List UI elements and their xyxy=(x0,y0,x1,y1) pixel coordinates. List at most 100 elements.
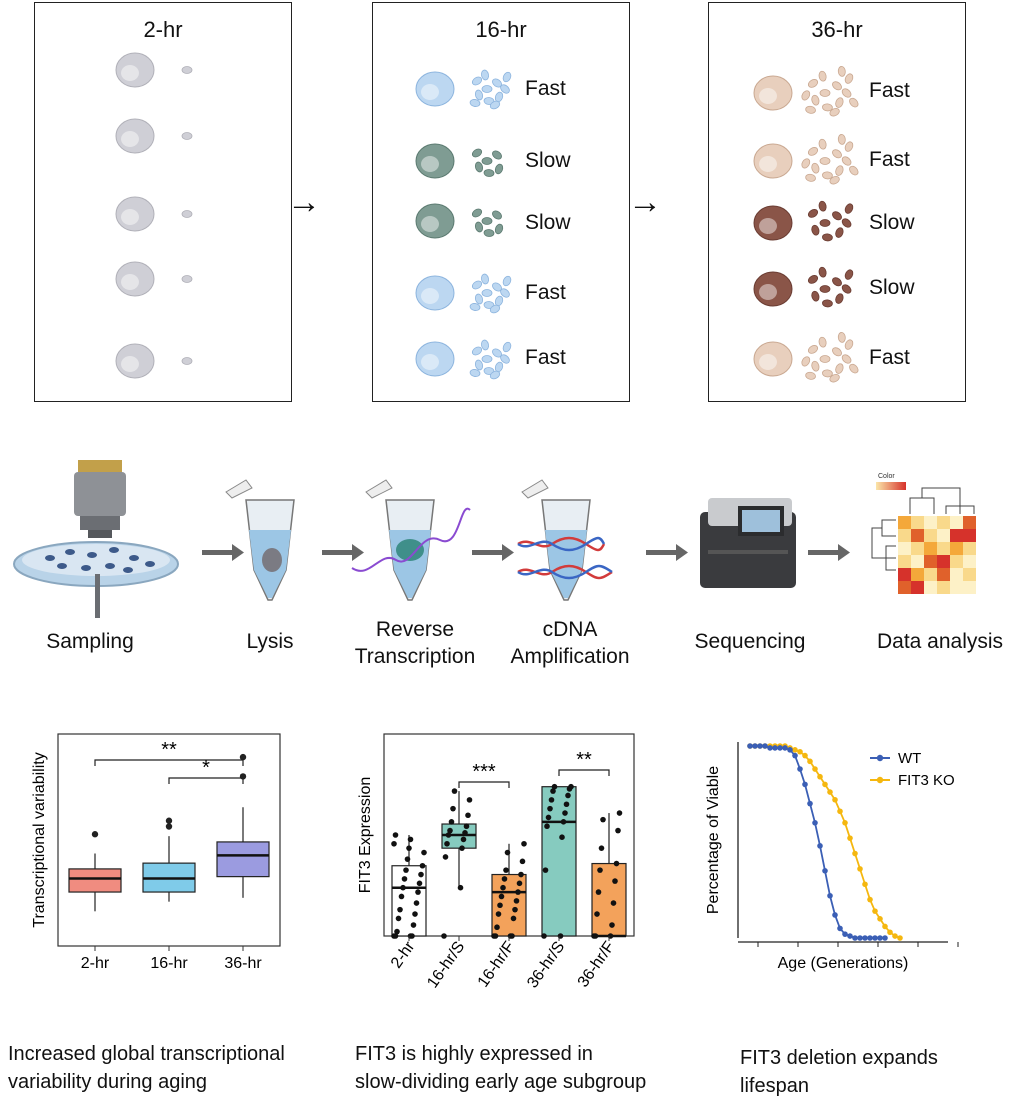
row-label: Fast xyxy=(869,148,910,171)
data-point xyxy=(391,840,397,847)
data-point xyxy=(418,871,424,878)
series-point xyxy=(882,923,888,930)
mother-cell xyxy=(415,143,455,179)
heatmap-cell xyxy=(924,516,937,529)
outlier-point xyxy=(91,831,99,838)
heatmap-legend-label: Color xyxy=(878,473,895,480)
tick-label: 16-hr xyxy=(150,955,188,972)
lysis-tube-icon xyxy=(225,479,295,601)
data-point xyxy=(462,830,468,836)
series-point xyxy=(802,781,808,788)
series-point xyxy=(832,796,838,803)
heatmap-cell xyxy=(911,581,924,594)
data-point xyxy=(406,845,412,851)
daughter-cell xyxy=(841,284,852,294)
significance-bracket xyxy=(168,777,244,784)
daughter-cell xyxy=(822,299,833,308)
series-point xyxy=(882,935,888,941)
daughter-cell xyxy=(849,97,859,108)
series-point xyxy=(877,935,883,941)
daughter-cell xyxy=(835,227,844,238)
step-label-sampling: Sampling xyxy=(46,630,134,653)
daughter-cell xyxy=(829,175,840,185)
cell-nucleus xyxy=(421,216,439,232)
significance-bracket xyxy=(94,759,244,766)
daughter-cell xyxy=(481,217,493,225)
series-point xyxy=(792,747,798,753)
daughter-cell xyxy=(841,156,852,166)
series-point xyxy=(747,743,753,749)
workflow-illustration: Color xyxy=(13,460,976,618)
sequencer-icon xyxy=(700,498,796,588)
series-point xyxy=(892,933,898,939)
series-point xyxy=(887,929,893,936)
data-point xyxy=(410,922,417,928)
data-point xyxy=(448,819,455,825)
daughter-cell xyxy=(805,173,816,182)
data-point xyxy=(409,933,415,939)
cell-nucleus xyxy=(421,84,439,100)
daughter-cell xyxy=(835,165,844,176)
series-point xyxy=(862,881,868,888)
series-point xyxy=(772,745,778,751)
daughter-cell xyxy=(494,163,504,175)
y-axis-label: Percentage of Viable xyxy=(705,766,722,914)
box xyxy=(541,786,577,937)
row-label: Slow xyxy=(525,149,571,172)
daughter-cell xyxy=(835,363,844,374)
daughter-cell xyxy=(469,99,481,107)
series-point xyxy=(777,745,783,751)
row-label: Fast xyxy=(525,281,566,304)
heatmap-cell xyxy=(911,529,924,542)
daughter-cell xyxy=(822,103,833,112)
heatmap-cell xyxy=(911,516,924,529)
data-point xyxy=(518,871,524,878)
data-point xyxy=(568,783,574,790)
panel-title: 16-hr xyxy=(475,17,527,42)
daughter-cell xyxy=(489,304,501,314)
mother-cell xyxy=(115,118,155,154)
series-point xyxy=(872,908,878,914)
daughter-cell xyxy=(819,219,831,227)
series-point xyxy=(797,766,803,772)
daughter-cell xyxy=(819,89,831,97)
heatmap-cell xyxy=(898,529,911,542)
data-point xyxy=(550,788,556,794)
data-point xyxy=(503,867,509,873)
amplification-tube-icon xyxy=(517,479,613,601)
daughter-cell xyxy=(500,84,510,94)
cell-nucleus xyxy=(759,88,777,104)
series-point xyxy=(897,935,903,941)
daughter-cell xyxy=(469,303,481,311)
series-point xyxy=(792,752,798,759)
data-point xyxy=(421,849,427,856)
data-point xyxy=(394,928,400,935)
series-point xyxy=(797,748,803,755)
tick-label: 36-hr/S xyxy=(524,939,568,992)
daughter-cell xyxy=(811,360,820,372)
series-point xyxy=(802,752,808,759)
daughter-cell xyxy=(492,210,502,220)
heatmap-cell xyxy=(898,555,911,568)
daughter-cell xyxy=(822,369,833,378)
daughter-cell xyxy=(500,288,510,298)
daughter-cell xyxy=(818,200,827,212)
daughter-cell xyxy=(489,370,501,380)
daughter-cell xyxy=(805,371,816,380)
data-point xyxy=(494,924,500,931)
time-arrow-2: → xyxy=(628,183,662,221)
heatmap-cell xyxy=(950,555,963,568)
outlier-point xyxy=(165,823,173,830)
series-point xyxy=(832,912,838,918)
mother-cell xyxy=(753,271,793,307)
tick-label: 16-hr/F xyxy=(475,938,519,990)
data-point xyxy=(419,862,426,869)
microscope-icon xyxy=(74,460,126,538)
cell-illustrations xyxy=(115,52,193,379)
data-point xyxy=(597,867,603,873)
series-point xyxy=(837,925,843,932)
data-point xyxy=(515,889,521,895)
daughter-cell xyxy=(837,134,846,145)
